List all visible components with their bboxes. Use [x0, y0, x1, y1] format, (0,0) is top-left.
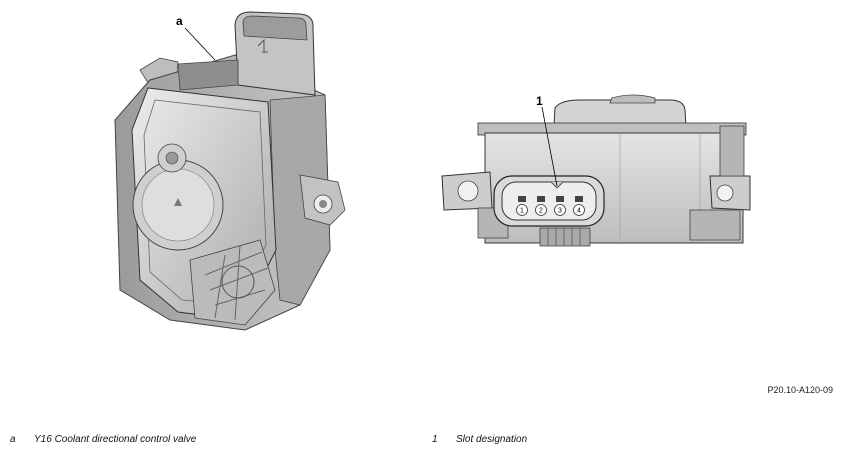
legend-text: Slot designation [456, 434, 528, 445]
legend-key: 1 [432, 434, 438, 445]
legend-item-a: a Y16 Coolant directional control valve [10, 434, 196, 445]
valve-front-view: 1 2 3 4 [441, 94, 751, 247]
callout-1: 1 [536, 94, 543, 108]
pin-3-label: 3 [558, 208, 562, 215]
figure-code: P20.10-A120-09 [767, 385, 833, 395]
technical-illustration: a 1 2 [114, 11, 751, 331]
legend-item-1: 1 Slot designation [432, 434, 527, 445]
legend-text: Y16 Coolant directional control valve [34, 434, 197, 445]
pin-4-label: 4 [577, 208, 581, 215]
legend-key: a [10, 434, 16, 445]
pin-2-label: 2 [539, 208, 543, 215]
pin-1-label: 1 [520, 208, 524, 215]
valve-3d-view [114, 11, 346, 331]
callout-a: a [176, 14, 183, 28]
